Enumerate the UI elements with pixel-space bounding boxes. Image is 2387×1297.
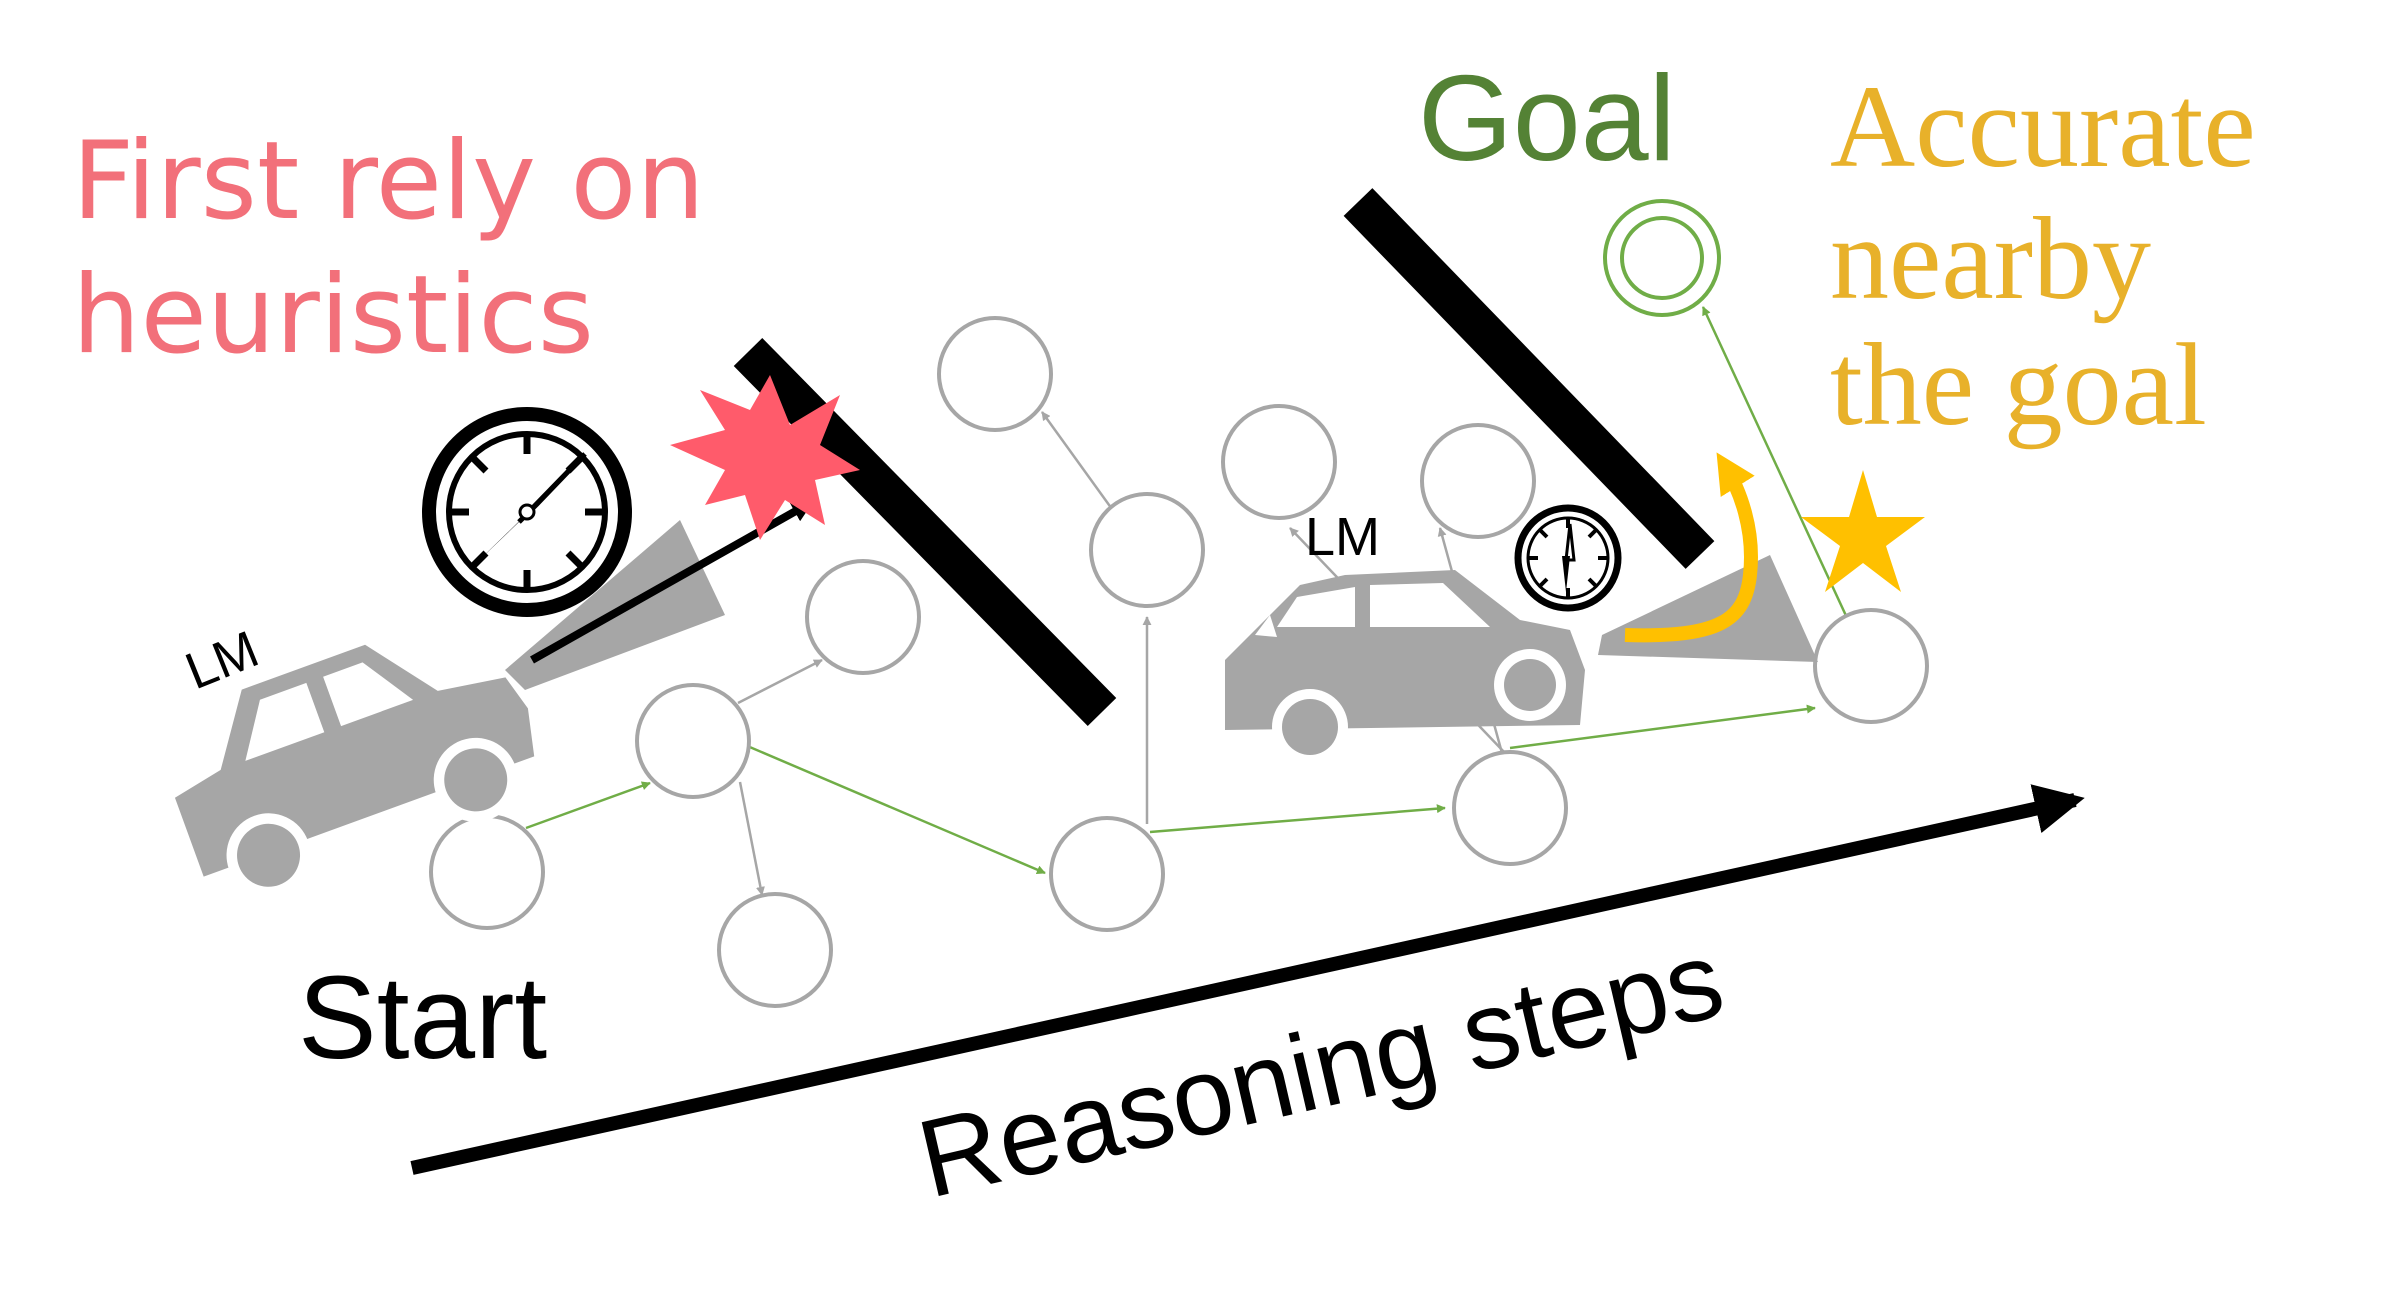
car-icon (174, 644, 535, 898)
node-start (429, 814, 545, 930)
green-edge (1509, 704, 1816, 750)
heuristics-label-line2: heuristics (72, 253, 594, 378)
node (1089, 492, 1205, 608)
collision-burst-icon (670, 375, 860, 540)
node (1049, 816, 1165, 932)
accurate-label-line3: the goal (1830, 319, 2207, 450)
wall-left (733, 337, 1117, 727)
reasoning-steps-arrow (410, 784, 2085, 1175)
node (937, 316, 1053, 432)
start-label: Start (298, 952, 547, 1084)
node (1221, 404, 1337, 520)
compass-icon (1514, 504, 1622, 612)
node (635, 683, 751, 799)
turn-arrow (1624, 452, 1758, 643)
node (1452, 750, 1568, 866)
compass-icon (422, 407, 632, 617)
goal-double-circle-icon (1603, 199, 1721, 317)
headlight-beam (1598, 555, 1818, 662)
green-edge (1149, 804, 1446, 834)
heuristics-label-line1: First rely on (72, 119, 705, 244)
nodes (429, 316, 1929, 1008)
node (805, 559, 921, 675)
node (1420, 423, 1536, 539)
node (1813, 608, 1929, 724)
goal-label: Goal (1418, 50, 1676, 186)
green-edge (525, 781, 651, 830)
gray-edge (1040, 411, 1119, 517)
green-edge (744, 743, 1046, 875)
car-icon (1225, 570, 1585, 765)
car-right-label: LM (1305, 507, 1380, 567)
accurate-label-line2: nearby (1830, 193, 2151, 324)
accurate-label-line1: Accurate (1830, 61, 2256, 192)
wall-right (1343, 188, 1715, 569)
gray-edge (738, 781, 765, 896)
green-edge (1701, 306, 1850, 621)
edges (525, 306, 1850, 896)
node (717, 892, 833, 1008)
star-icon (1801, 470, 1925, 592)
gray-edge (737, 658, 823, 705)
